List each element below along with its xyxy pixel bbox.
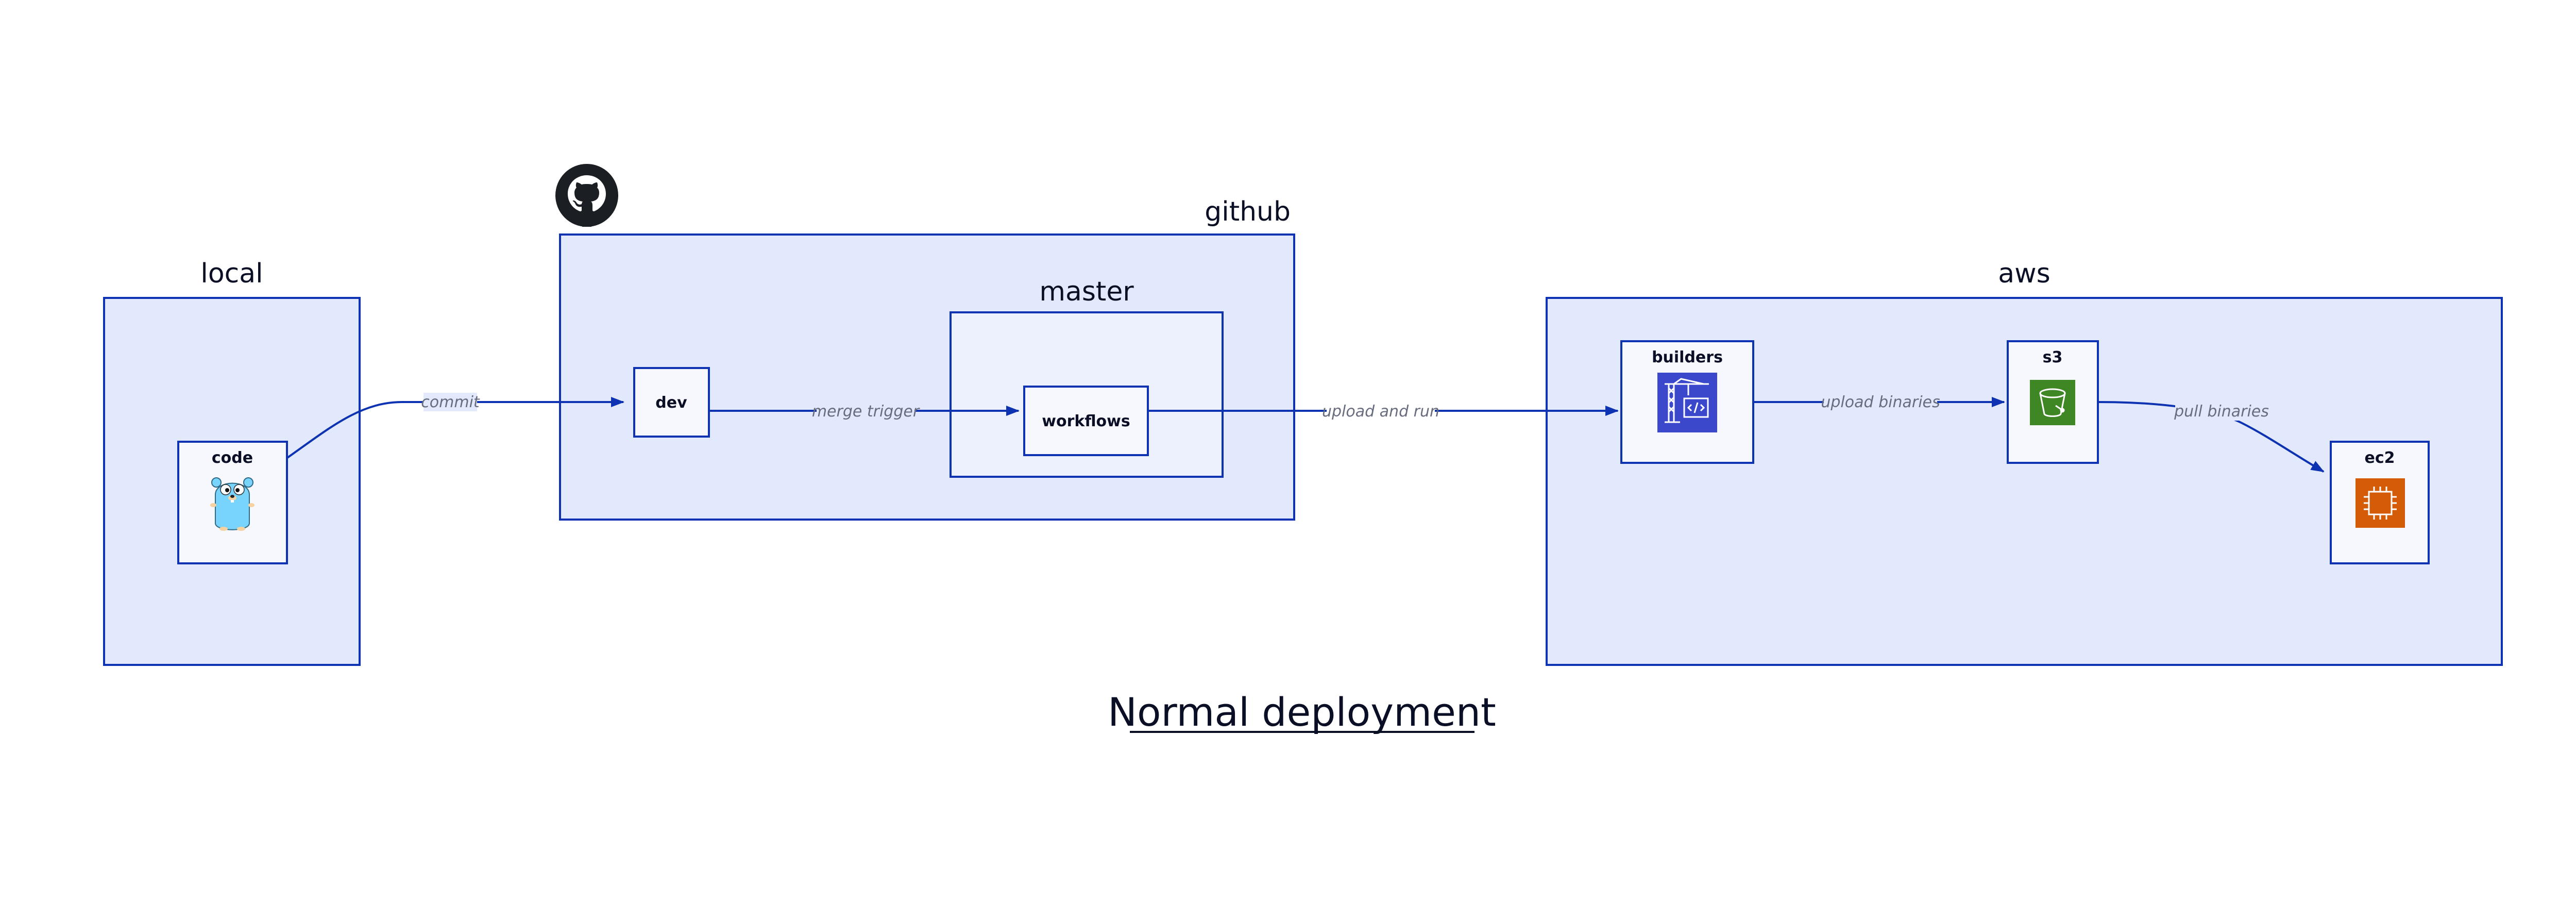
node-builders[interactable]: builders: [1620, 340, 1754, 464]
gopher-icon: [210, 477, 255, 531]
github-logo-icon: [555, 164, 618, 227]
group-github-label: github: [1205, 196, 1291, 227]
edge-label-commit: commit: [421, 393, 480, 411]
node-code-label: code: [212, 449, 253, 467]
node-s3-label: s3: [2043, 348, 2063, 366]
node-code[interactable]: code: [177, 441, 288, 564]
node-dev-label: dev: [655, 394, 687, 412]
node-ec2-label: ec2: [2364, 449, 2395, 467]
edge-pull-binaries: [2097, 401, 2325, 473]
edge-commit: [286, 397, 624, 459]
group-master-label: master: [1039, 276, 1134, 307]
node-ec2[interactable]: ec2: [2330, 441, 2430, 564]
node-workflows-label: workflows: [1042, 412, 1130, 430]
edge-label-upload-and-run: upload and run: [1322, 403, 1439, 421]
diagram-title: Normal deployment: [1108, 689, 1496, 735]
edge-labels: commit merge trigger upload and run uplo…: [421, 393, 2269, 421]
codebuild-icon: [1657, 373, 1717, 432]
ec2-chip-icon: [2355, 478, 2405, 528]
edge-label-merge-trigger: merge trigger: [812, 403, 920, 421]
node-s3[interactable]: s3: [2007, 340, 2099, 464]
node-dev[interactable]: dev: [633, 367, 710, 438]
node-workflows[interactable]: workflows: [1023, 386, 1149, 456]
group-aws-label: aws: [1998, 258, 2050, 289]
node-builders-label: builders: [1652, 348, 1723, 366]
group-local-label: local: [200, 258, 263, 289]
edge-label-pull-binaries: pull binaries: [2174, 403, 2269, 421]
s3-bucket-icon: [2030, 380, 2075, 425]
edge-label-upload-binaries: upload binaries: [1821, 393, 1940, 411]
